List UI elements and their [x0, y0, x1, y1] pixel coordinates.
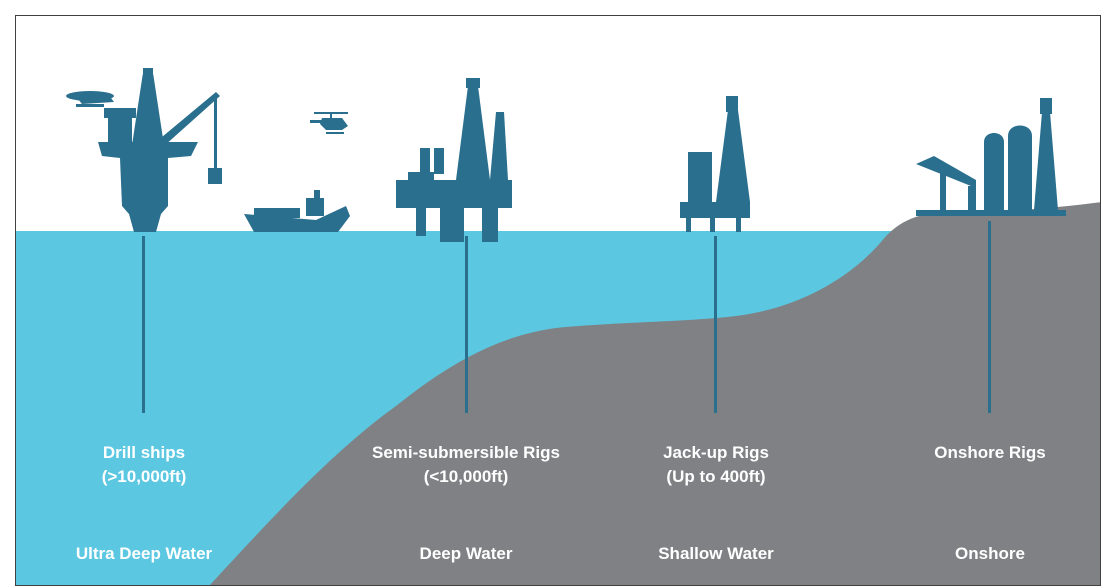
zone-label-onshore: Onshore [955, 544, 1025, 563]
rig-depth: (Up to 400ft) [666, 467, 766, 486]
rig-label-semi-submersible: Semi-submersible Rigs (<10,000ft) [336, 441, 596, 489]
rig-name: Jack-up Rigs [663, 443, 769, 462]
rig-label-jack-up: Jack-up Rigs (Up to 400ft) [586, 441, 846, 489]
zone-label-deep-water: Deep Water [419, 544, 513, 563]
seabed-land [209, 202, 1100, 585]
diagram-frame: Drill ships (>10,000ft) Semi-submersible… [15, 15, 1101, 586]
rig-name: Onshore Rigs [934, 443, 1046, 462]
jack-up-rig-icon [680, 96, 750, 232]
rig-name: Drill ships [102, 443, 186, 462]
rig-label-onshore: Onshore Rigs [860, 441, 1100, 465]
drill-ship-icon [66, 68, 222, 232]
scene [16, 68, 1100, 585]
well-line-jack-up [714, 236, 717, 413]
rig-label-drill-ships: Drill ships (>10,000ft) [16, 441, 274, 489]
rig-depth: (>10,000ft) [101, 467, 187, 486]
well-line-semi-submersible [465, 236, 468, 413]
semi-submersible-rig-icon [396, 78, 512, 242]
onshore-rig-icon [916, 98, 1066, 216]
rig-depth: (<10,000ft) [423, 467, 509, 486]
well-line-drill-ship [142, 236, 145, 413]
zone-label-shallow-water: Shallow Water [658, 544, 774, 563]
helicopter-icon [310, 112, 348, 134]
well-line-onshore [988, 221, 991, 413]
supply-vessel-icon [244, 190, 350, 232]
zone-label-ultra-deep-water: Ultra Deep Water [75, 544, 213, 563]
rig-name: Semi-submersible Rigs [371, 443, 560, 462]
